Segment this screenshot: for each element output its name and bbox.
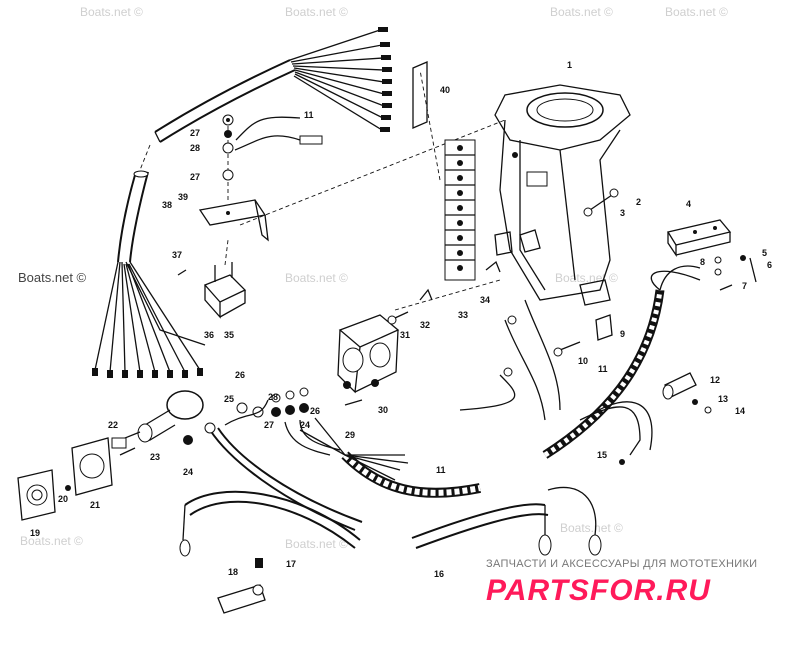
callout: 6 xyxy=(767,260,772,270)
callout: 21 xyxy=(90,500,100,510)
callout: 11 xyxy=(436,465,446,475)
callout: 5 xyxy=(762,248,767,258)
watermark: Boats.net © xyxy=(20,534,83,548)
callout: 26 xyxy=(235,370,245,380)
callout: 24 xyxy=(183,467,193,477)
callout: 29 xyxy=(345,430,355,440)
terminal-cap-18 xyxy=(217,558,266,614)
callout: 10 xyxy=(578,356,588,366)
callout: 24 xyxy=(300,420,310,430)
callout: 28 xyxy=(268,392,278,402)
callout: 3 xyxy=(620,208,625,218)
callout: 38 xyxy=(162,200,172,210)
routing-line xyxy=(394,279,501,311)
screw-2 xyxy=(583,188,619,217)
callout: 35 xyxy=(224,330,234,340)
routing-line xyxy=(239,119,506,226)
callout: 27 xyxy=(190,128,200,138)
watermark: Boats.net © xyxy=(560,521,623,535)
callout: 9 xyxy=(620,329,625,339)
callout: 11 xyxy=(598,364,608,374)
relay-35 xyxy=(177,262,247,319)
routing-line xyxy=(139,144,151,171)
label-plate-40 xyxy=(412,61,428,129)
coil-12 xyxy=(662,372,712,414)
callout: 2 xyxy=(636,197,641,207)
callout: 20 xyxy=(58,494,68,504)
switch-4 xyxy=(666,219,732,258)
callout: 31 xyxy=(400,330,410,340)
housing-1 xyxy=(494,84,631,306)
callout: 23 xyxy=(150,452,160,462)
watermark: Boats.net © xyxy=(18,270,87,285)
cable-24 xyxy=(204,399,363,531)
watermark: Boats.net © xyxy=(285,271,348,285)
callout: 19 xyxy=(30,528,40,538)
callout: 13 xyxy=(718,394,728,404)
cable-16-right xyxy=(411,486,602,556)
screws-5-6-7-8 xyxy=(714,255,757,291)
callout: 30 xyxy=(378,405,388,415)
callout: 17 xyxy=(286,559,296,569)
callout: 22 xyxy=(108,420,118,430)
watermark: Boats.net © xyxy=(665,5,728,19)
solenoid-30 xyxy=(337,314,400,406)
harness-29 xyxy=(299,417,481,498)
callout: 7 xyxy=(742,281,747,291)
callout: 18 xyxy=(228,567,238,577)
callout: 15 xyxy=(597,450,607,460)
brand-name: PARTSFOR.RU xyxy=(486,574,711,607)
callout: 33 xyxy=(458,310,468,320)
callout: 12 xyxy=(710,375,720,385)
callout: 26 xyxy=(310,406,320,416)
callout: 32 xyxy=(420,320,430,330)
callout: 27 xyxy=(190,172,200,182)
panel-21 xyxy=(17,437,113,521)
bracket-9 xyxy=(553,314,613,357)
callout: 8 xyxy=(700,257,705,267)
brand-tagline: ЗАПЧАСТИ И АКСЕССУАРЫ ДЛЯ МОТОТЕХНИКИ xyxy=(486,558,757,570)
callout-labels: 1 2 3 4 5 6 7 8 9 10 11 11 11 12 13 14 1… xyxy=(30,60,772,579)
callout: 11 xyxy=(304,110,314,120)
callout: 27 xyxy=(264,420,274,430)
terminal-block-33 xyxy=(444,139,476,281)
harness-11-right xyxy=(542,265,701,465)
watermark: Boats.net © xyxy=(80,5,143,19)
callout: 28 xyxy=(190,143,200,153)
callout: 25 xyxy=(224,394,234,404)
bracket-39 xyxy=(198,199,269,242)
watermark: Boats.net © xyxy=(550,5,613,19)
ground-lead-11 xyxy=(222,114,323,181)
callout: 34 xyxy=(480,295,490,305)
callout: 4 xyxy=(686,199,691,209)
brand-logo: ЗАПЧАСТИ И АКСЕССУАРЫ ДЛЯ МОТОТЕХНИКИ PA… xyxy=(486,558,757,607)
callout: 36 xyxy=(204,330,214,340)
callout: 37 xyxy=(172,250,182,260)
callout: 14 xyxy=(735,406,745,416)
hardware-24-28 xyxy=(236,387,341,456)
callout: 40 xyxy=(440,85,450,95)
callout: 16 xyxy=(434,569,444,579)
center-wires xyxy=(459,299,561,421)
routing-line xyxy=(419,69,441,181)
watermark: Boats.net © xyxy=(555,271,618,285)
cable-16-left xyxy=(179,490,361,557)
ignition-switch-22 xyxy=(111,390,204,456)
screws-31-32-34 xyxy=(387,260,501,325)
upper-harness xyxy=(154,27,392,143)
harness-38 xyxy=(92,170,206,378)
routing-line xyxy=(224,239,229,266)
watermark: Boats.net © xyxy=(285,5,348,19)
callout: 39 xyxy=(178,192,188,202)
callout: 1 xyxy=(567,60,572,70)
watermark: Boats.net © xyxy=(285,537,348,551)
